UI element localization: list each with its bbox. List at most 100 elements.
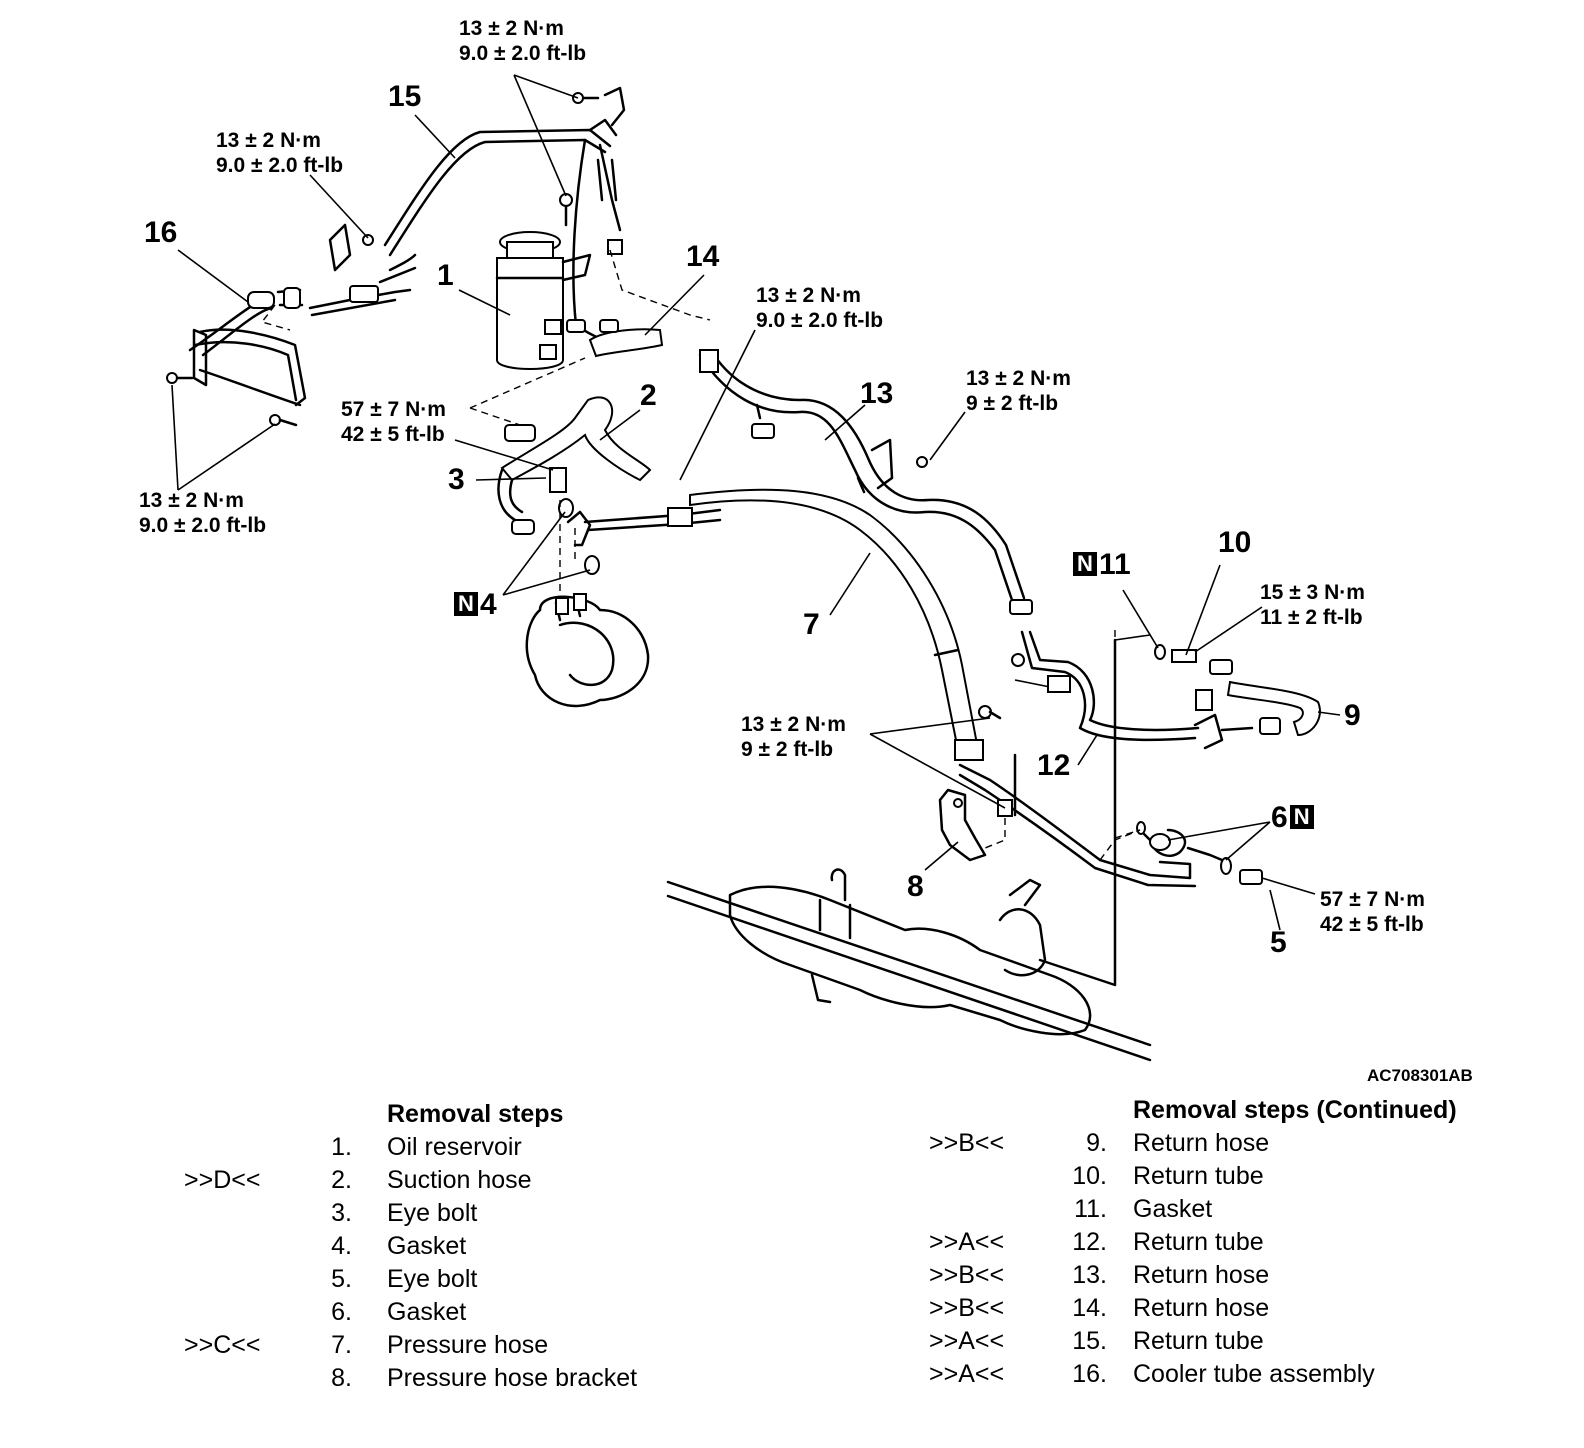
step-name: Gasket [387,1298,467,1326]
callout-6-number: 6 [1271,801,1288,834]
torque-imperial: 42 ± 5 ft-lb [1320,913,1424,936]
torque-metric: 57 ± 7 N·m [1320,888,1425,911]
step-code: >>B<< [929,1294,1005,1322]
torque-spec: 57 ± 7 N·m 42 ± 5 ft-lb [341,397,446,447]
callout-12: 12 [1037,749,1071,782]
pressure-hose-7-drawing [583,488,1197,888]
step-code: >>A<< [929,1327,1005,1355]
torque-metric: 13 ± 2 N·m [756,284,861,307]
return-tube-15-drawing [378,86,626,327]
step-number: 1. [331,1133,352,1161]
callout-9: 9 [1344,699,1361,732]
step-number: 4. [331,1232,352,1260]
torque-imperial: 9.0 ± 2.0 ft-lb [756,309,884,332]
step-name: Eye bolt [387,1199,478,1227]
step-row: 3.Eye bolt [180,1197,740,1230]
callout-2: 2 [640,379,657,412]
callout-14: 14 [686,240,720,273]
cooler-tube-assembly-16-drawing [166,223,412,427]
figure-code: AC708301AB [1367,1066,1473,1085]
torque-imperial: 9.0 ± 2.0 ft-lb [459,42,587,65]
torque-spec: 13 ± 2 N·m 9.0 ± 2.0 ft-lb [216,128,343,178]
suction-hose-drawing [497,396,652,535]
step-code: >>D<< [184,1166,261,1194]
step-code: >>B<< [929,1261,1005,1289]
callout-4-number: 4 [480,588,497,621]
torque-metric: 15 ± 3 N·m [1260,581,1365,604]
torque-imperial: 42 ± 5 ft-lb [341,423,445,446]
step-row: >>A<<15.Return tube [925,1325,1565,1358]
oil-reservoir-drawing [495,231,592,370]
step-number: 14. [1072,1294,1107,1322]
callout-10: 10 [1218,526,1252,559]
step-row: 6.Gasket [180,1296,740,1329]
removal-steps-continued-list: Removal steps (Continued) >>B<< 9. Return … [925,1094,1565,1391]
step-name: Return tube [1133,1228,1264,1256]
step-row: >>B<< 13. Return hose [925,1259,1565,1292]
step-name: Return tube [1133,1327,1264,1355]
callout-16: 16 [144,216,178,249]
return-hose-14-drawing [566,319,664,358]
step-number: 10. [1072,1162,1107,1190]
new-part-badge: N [1289,805,1314,829]
step-name: Cooler tube assembly [1133,1360,1375,1388]
callout-8: 8 [907,870,924,903]
pump-and-fittings-drawing [525,467,650,708]
step-number: 8. [331,1364,352,1392]
step-row: >>A<<16.Cooler tube assembly [925,1358,1565,1391]
torque-metric: 13 ± 2 N·m [459,17,564,40]
step-number: 13. [1072,1261,1107,1289]
callout-15: 15 [388,80,422,113]
steering-gear-drawing [666,634,1152,1062]
step-name: Return hose [1133,1129,1270,1157]
removal-steps-list: Removal steps 1.Oil reservoir >>D<<2.Suc… [180,1098,740,1395]
step-name: Gasket [387,1232,467,1260]
new-part-badge: N [1073,552,1097,576]
step-name: Oil reservoir [387,1133,522,1161]
torque-spec: 13 ± 2 N·m 9.0 ± 2.0 ft-lb [459,16,586,66]
step-name: Pressure hose [387,1331,549,1359]
step-code: >>A<< [929,1228,1005,1256]
torque-spec: 57 ± 7 N·m 42 ± 5 ft-lb [1320,887,1425,937]
step-name: Return tube [1133,1162,1264,1190]
step-row: 5. Eye bolt [180,1263,740,1296]
torque-metric: 13 ± 2 N·m [139,489,244,512]
step-row: >>B<< 9. Return hose [925,1127,1565,1160]
exploded-view-diagram [166,74,1341,1062]
dashed-connection-lines [260,304,1141,985]
step-row: >>A<<12.Return tube [925,1226,1565,1259]
step-number: 2. [331,1166,352,1194]
step-name: Pressure hose bracket [387,1364,638,1392]
torque-metric: 13 ± 2 N·m [741,713,846,736]
callout-leader-lines [171,74,1341,931]
step-name: Return hose [1133,1261,1270,1289]
step-row: 10. Return tube [925,1160,1565,1193]
removal-steps-continued-title: Removal steps (Continued) [1133,1096,1457,1124]
torque-spec: 13 ± 2 N·m 9 ± 2 ft-lb [966,366,1071,416]
torque-metric: 13 ± 2 N·m [216,129,321,152]
step-name: Return hose [1133,1294,1270,1322]
step-name: Suction hose [387,1166,532,1194]
step-code: >>B<< [929,1129,1005,1157]
step-row: 1. Oil reservoir [180,1131,740,1164]
callout-7: 7 [803,608,820,641]
torque-imperial: 11 ± 2 ft-lb [1260,606,1363,629]
step-row: 8. Pressure hose bracket [180,1362,740,1395]
torque-spec: 13 ± 2 N·m 9.0 ± 2.0 ft-lb [756,283,883,333]
torque-spec: 13 ± 2 N·m 9 ± 2 ft-lb [741,712,846,762]
step-row: 4. Gasket [180,1230,740,1263]
step-row: 11.Gasket [925,1193,1565,1226]
step-number: 9. [1086,1129,1107,1157]
step-name: Eye bolt [387,1265,478,1293]
step-number: 11. [1074,1195,1107,1223]
torque-imperial: 9 ± 2 ft-lb [741,738,834,761]
return-hose-13-drawing [609,249,1033,615]
step-number: 5. [331,1265,352,1293]
torque-spec: 15 ± 3 N·m 11 ± 2 ft-lb [1260,580,1365,630]
callout-1: 1 [437,259,454,292]
torque-metric: 13 ± 2 N·m [966,367,1071,390]
callout-5: 5 [1270,926,1287,959]
